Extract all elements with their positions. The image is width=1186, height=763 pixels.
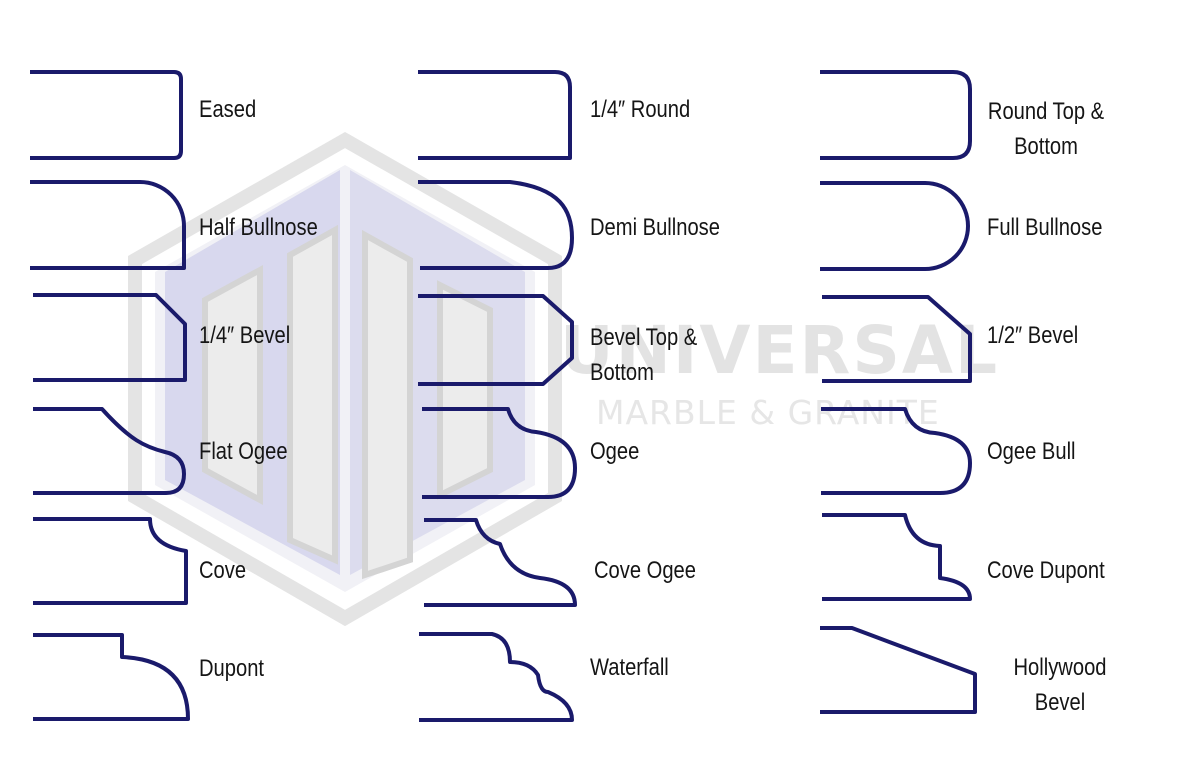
label-round-top-bottom: Round Top & Bottom bbox=[979, 94, 1113, 164]
label-flat-ogee: Flat Ogee bbox=[199, 438, 288, 465]
label-demi-bullnose: Demi Bullnose bbox=[590, 214, 720, 241]
profile-round-top-bottom-shape bbox=[820, 70, 972, 160]
profile-ogee-shape bbox=[422, 407, 577, 499]
label-bevel-top-bottom-line-2: Bottom bbox=[590, 359, 654, 386]
label-quarter-bevel: 1/4″ Bevel bbox=[199, 322, 291, 349]
label-ogee: Ogee bbox=[590, 438, 640, 465]
profile-ogee-bull-shape bbox=[821, 407, 972, 495]
label-cove: Cove bbox=[199, 557, 247, 584]
label-waterfall: Waterfall bbox=[590, 654, 669, 681]
profile-eased-shape bbox=[30, 70, 183, 160]
label-half-bevel: 1/2″ Bevel bbox=[987, 322, 1079, 349]
label-hollywood-bevel-line-1: Hollywood bbox=[1013, 654, 1107, 681]
label-bevel-top-bottom: Bevel Top & Bottom bbox=[590, 320, 697, 390]
label-quarter-round: 1/4″ Round bbox=[590, 96, 691, 123]
logo-company-subtitle: MARBLE & GRANITE bbox=[596, 393, 940, 432]
label-ogee-bull: Ogee Bull bbox=[987, 438, 1076, 465]
logo-letter-u bbox=[202, 224, 338, 565]
profile-quarter-round-shape bbox=[418, 70, 572, 160]
profile-dupont-shape bbox=[33, 633, 190, 721]
profile-half-bullnose-shape bbox=[30, 180, 186, 270]
profile-hollywood-bevel-shape bbox=[820, 626, 977, 714]
label-round-top-bottom-line-2: Bottom bbox=[1014, 133, 1078, 160]
label-hollywood-bevel: Hollywood Bevel bbox=[993, 650, 1127, 720]
profile-half-bevel-shape bbox=[822, 295, 972, 383]
profile-bevel-top-bottom-shape bbox=[418, 294, 574, 386]
label-half-bullnose: Half Bullnose bbox=[199, 214, 318, 241]
label-cove-dupont: Cove Dupont bbox=[987, 557, 1105, 584]
profile-cove-shape bbox=[33, 517, 188, 605]
label-full-bullnose: Full Bullnose bbox=[987, 214, 1103, 241]
label-round-top-bottom-line-1: Round Top & bbox=[987, 98, 1105, 125]
profile-cove-ogee-shape bbox=[424, 518, 577, 607]
profile-cove-dupont-shape bbox=[822, 513, 972, 601]
profile-quarter-bevel-shape bbox=[33, 293, 187, 382]
label-eased: Eased bbox=[199, 96, 257, 123]
label-dupont: Dupont bbox=[199, 655, 265, 682]
label-cove-ogee: Cove Ogee bbox=[594, 557, 696, 584]
profile-flat-ogee-shape bbox=[33, 407, 186, 495]
profile-full-bullnose-shape bbox=[820, 181, 970, 271]
logo-company-name: UNIVERSAL bbox=[560, 312, 1000, 389]
label-hollywood-bevel-line-2: Bevel bbox=[1034, 689, 1086, 716]
logo-letter-m bbox=[362, 229, 493, 580]
logo-hexagon-outline bbox=[128, 131, 562, 627]
profile-demi-bullnose-shape bbox=[418, 180, 574, 270]
label-bevel-top-bottom-line-1: Bevel Top & bbox=[590, 324, 698, 351]
profile-waterfall-shape bbox=[419, 632, 574, 722]
